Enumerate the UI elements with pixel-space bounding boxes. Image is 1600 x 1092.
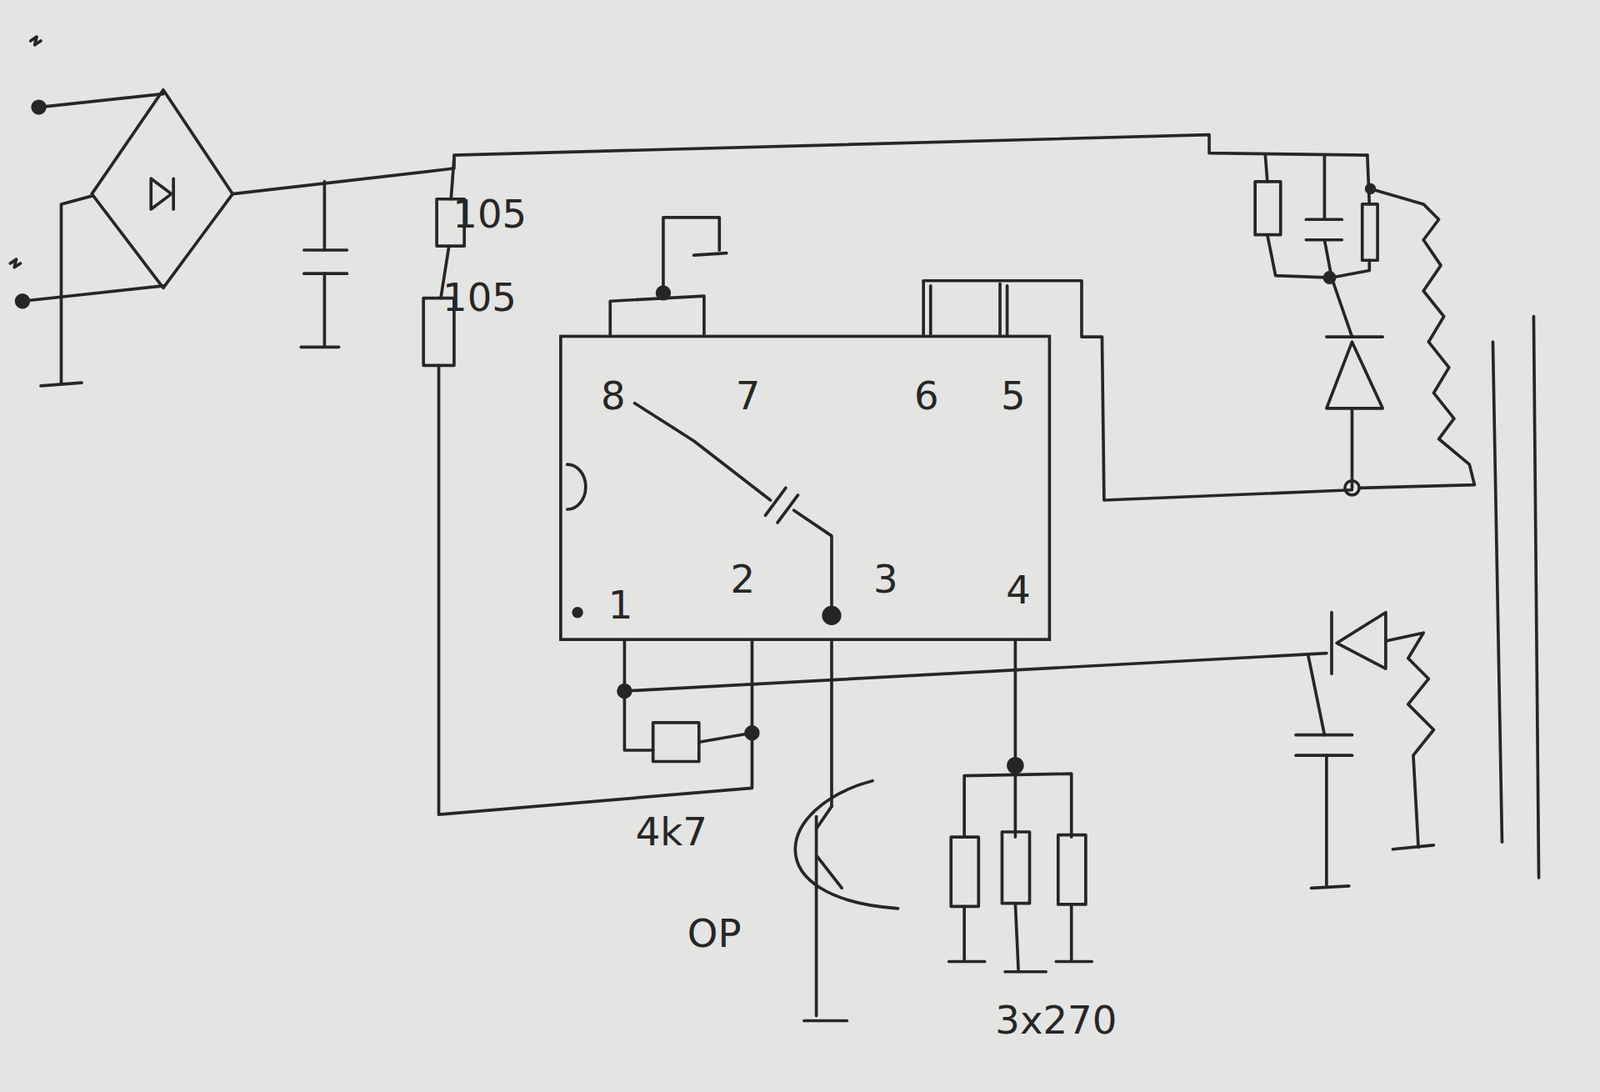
- diode-symbol: [150, 178, 171, 210]
- pin-number: 1: [608, 585, 634, 625]
- pin-number: 5: [1000, 376, 1026, 416]
- part-name: OP: [687, 914, 742, 954]
- pin-number: 7: [735, 376, 761, 416]
- light-arrow: [795, 780, 898, 909]
- resistor-value: 4k7: [635, 812, 708, 852]
- ic-notch: [567, 464, 586, 510]
- pin-number: 3: [873, 560, 899, 600]
- pin-number: 8: [600, 376, 626, 416]
- resistor-value: 3x270: [995, 1000, 1117, 1040]
- resistor-value: 105: [452, 195, 527, 235]
- pin-number: 2: [730, 560, 756, 600]
- pin-number: 6: [914, 376, 940, 416]
- ic-package: 8 7 6 5 1 2 3 4: [559, 335, 1051, 641]
- pin-number: 4: [1005, 570, 1031, 610]
- resistor-value: 105: [442, 278, 517, 318]
- bridge-rectifier: [91, 90, 233, 289]
